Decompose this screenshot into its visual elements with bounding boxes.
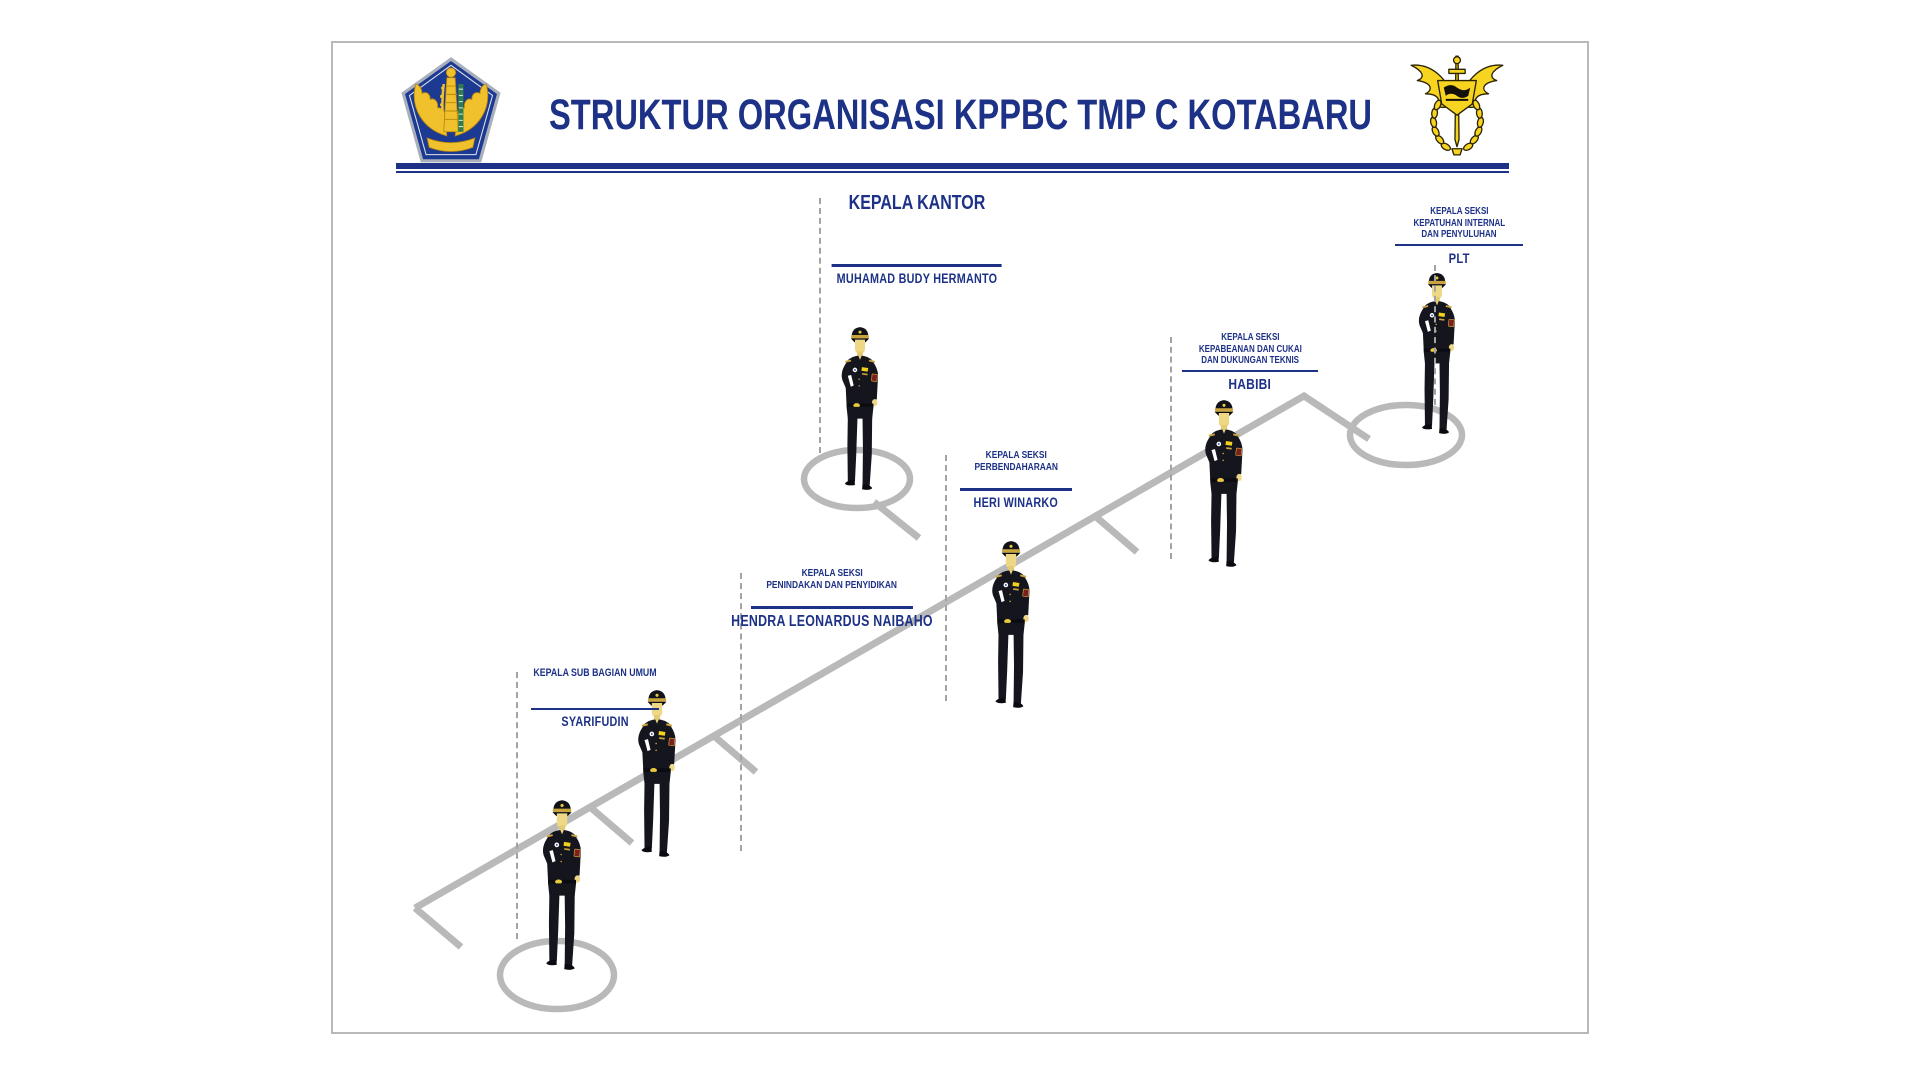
position-label-kepatuhan-internal: KEPALA SEKSI KEPATUHAN INTERNAL DAN PENY… (1395, 206, 1523, 266)
label-underline (1395, 243, 1523, 246)
position-title: KEPALA KANTOR (848, 192, 986, 214)
page-title-text: STRUKTUR ORGANISASI KPPBC TMP C KOTABARU (548, 91, 1372, 139)
officer-name: HERI WINARKO (973, 494, 1059, 510)
position-title: KEPALA SUB BAGIAN UMUM (533, 667, 657, 679)
divider-thin-rule (396, 171, 1509, 173)
label-underline (1182, 369, 1318, 372)
position-title: KEPALA SEKSI PERBENDAHARAAN (974, 449, 1058, 474)
org-chart-scene (412, 272, 1466, 1013)
officer-name: HABIBI (1228, 376, 1272, 393)
position-title: KEPALA SEKSI PENINDAKAN DAN PENYIDIKAN (766, 567, 898, 592)
org-chart-poster: STRUKTUR ORGANISASI KPPBC TMP C KOTABARU (331, 41, 1589, 1034)
ground-ellipse (800, 446, 914, 512)
officer-name: HENDRA LEONARDUS NAIBAHO (731, 612, 933, 630)
officer-name: MUHAMAD BUDY HERMANTO (836, 270, 998, 286)
divider-thick-rule (396, 163, 1509, 169)
position-label-kepala-kantor: KEPALA KANTOR MUHAMAD BUDY HERMANTO (817, 192, 1018, 286)
officer-name: SYARIFUDIN (561, 714, 629, 730)
dashed-connector-heri (945, 455, 947, 701)
officer-figure-habibi (1204, 399, 1243, 568)
dashed-connector-syarifudin (516, 672, 518, 939)
kementerian-keuangan-logo-icon (401, 57, 501, 163)
position-label-penindakan-penyidikan: KEPALA SEKSI PENINDAKAN DAN PENYIDIKAN H… (706, 567, 958, 631)
officer-name: PLT (1448, 250, 1470, 266)
header-divider (396, 163, 1509, 173)
dashed-connector-kepala-kantor (819, 198, 821, 453)
dashed-connector-habibi (1170, 337, 1172, 559)
page-title: STRUKTUR ORGANISASI KPPBC TMP C KOTABARU (333, 91, 1587, 140)
label-underline (832, 264, 1002, 267)
label-underline (531, 707, 659, 711)
position-title: KEPALA SEKSI KEPATUHAN INTERNAL DAN PENY… (1413, 206, 1505, 240)
dashed-connector-plt (1434, 265, 1436, 405)
position-label-kepabeanan-cukai: KEPALA SEKSI KEPABEANAN DAN CUKAI DAN DU… (1182, 332, 1318, 393)
ground-ellipse (1346, 401, 1466, 469)
bea-cukai-logo-icon (1410, 55, 1504, 156)
position-label-perbendaharaan: KEPALA SEKSI PERBENDAHARAAN HERI WINARKO (960, 449, 1072, 510)
position-title: KEPALA SEKSI KEPABEANAN DAN CUKAI DAN DU… (1198, 332, 1302, 366)
officer-figure-heri (991, 540, 1030, 709)
officer-figure-kepala-kantor (841, 326, 879, 491)
label-underline (750, 606, 913, 609)
label-underline (960, 488, 1072, 491)
dashed-connector-hendra (740, 573, 742, 851)
position-label-sub-bagian-umum: KEPALA SUB BAGIAN UMUM SYARIFUDIN (518, 667, 672, 729)
